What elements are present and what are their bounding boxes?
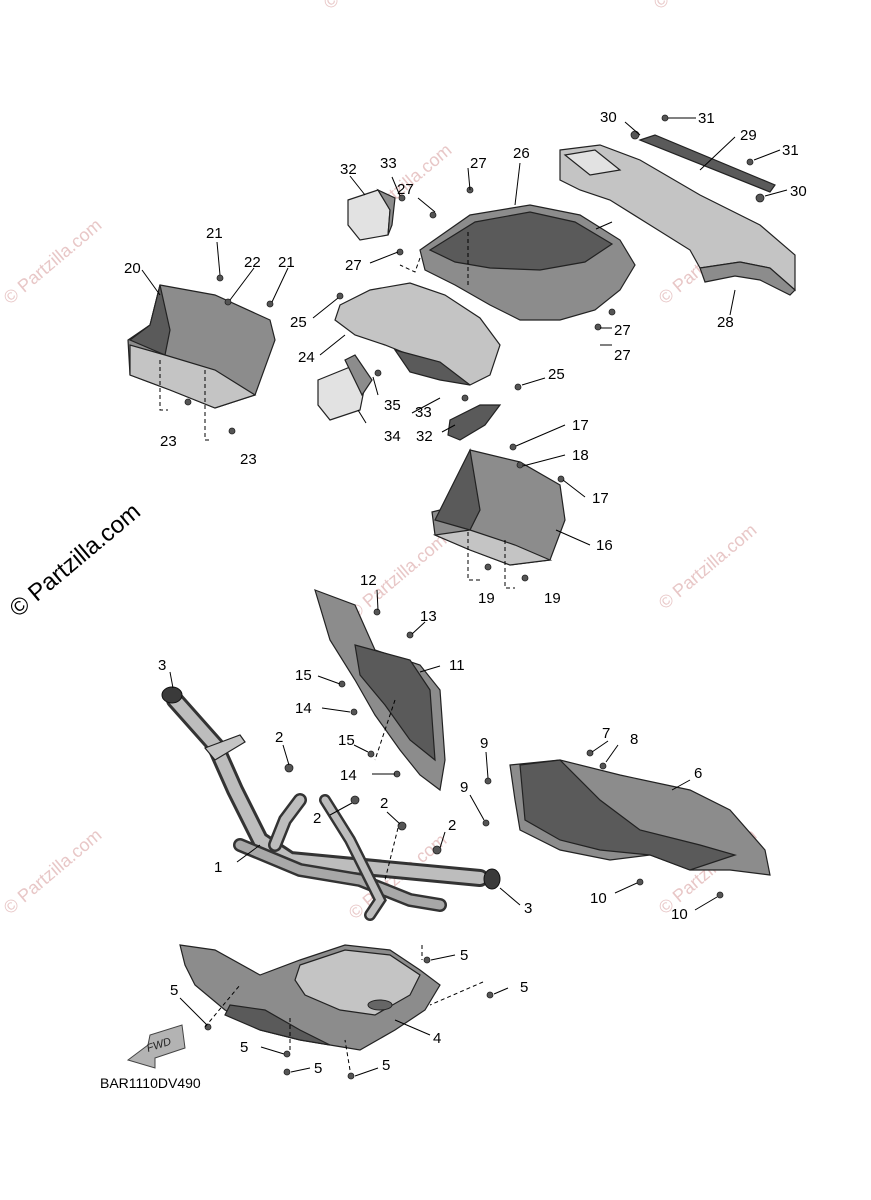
callout-1: 1	[214, 859, 222, 876]
side-panel-11	[314, 589, 446, 792]
bracket-32-upper	[347, 188, 396, 241]
callout-5: 5	[170, 982, 178, 999]
callout-26: 26	[513, 145, 530, 162]
watermark: © Partzilla.com	[0, 825, 105, 918]
callout-2: 2	[380, 795, 388, 812]
callout-12: 12	[360, 572, 377, 589]
callout-10: 10	[671, 906, 688, 923]
callout-14: 14	[340, 767, 357, 784]
skid-plate-4	[179, 944, 441, 1051]
callout-17: 17	[592, 490, 609, 507]
callout-25: 25	[548, 366, 565, 383]
callout-8: 8	[630, 731, 638, 748]
callout-3: 3	[524, 900, 532, 917]
callout-23: 23	[160, 433, 177, 450]
callout-2: 2	[313, 810, 321, 827]
callout-5: 5	[314, 1060, 322, 1077]
callout-19: 19	[544, 590, 561, 607]
callout-28: 28	[717, 314, 734, 331]
callout-29: 29	[740, 127, 757, 144]
callout-30: 30	[600, 109, 617, 126]
callout-16: 16	[596, 537, 613, 554]
callout-11: 11	[449, 657, 465, 674]
callout-33: 33	[380, 155, 397, 172]
callout-25: 25	[290, 314, 307, 331]
callout-7: 7	[602, 725, 610, 742]
callout-17: 17	[572, 417, 589, 434]
callout-21: 21	[206, 225, 223, 242]
callout-9: 9	[460, 779, 468, 796]
leader-lines	[141, 117, 788, 1077]
watermark-main: © Partzilla.com	[5, 498, 146, 623]
tray-20	[127, 284, 276, 409]
callout-2: 2	[448, 817, 456, 834]
callout-27: 27	[470, 155, 487, 172]
watermark: © Partzilla.com	[655, 520, 761, 613]
callout-23: 23	[240, 451, 257, 468]
callout-18: 18	[572, 447, 589, 464]
callout-21: 21	[278, 254, 295, 271]
watermark: © Partzilla.com	[650, 0, 756, 13]
callout-31: 31	[698, 110, 715, 127]
fasteners	[184, 114, 765, 1080]
rear-guard-28	[559, 144, 796, 296]
callout-31: 31	[782, 142, 799, 159]
callout-33: 33	[415, 404, 432, 421]
callout-19: 19	[478, 590, 495, 607]
frame-1	[166, 691, 489, 921]
watermark: © Partzilla.com	[320, 0, 426, 13]
callout-15: 15	[338, 732, 355, 749]
callout-5: 5	[460, 947, 468, 964]
diagram-code: BAR1110DV490	[100, 1075, 201, 1091]
callout-32: 32	[340, 161, 357, 178]
tray-16	[431, 448, 566, 566]
callout-27: 27	[614, 322, 631, 339]
cap-3-left	[161, 686, 183, 704]
callout-6: 6	[694, 765, 702, 782]
fwd-arrow: FWD	[126, 1024, 186, 1069]
callout-32: 32	[416, 428, 433, 445]
cap-3-right	[483, 868, 501, 890]
callout-2: 2	[275, 729, 283, 746]
callout-35: 35	[384, 397, 401, 414]
callout-9: 9	[480, 735, 488, 752]
callout-13: 13	[420, 608, 437, 625]
callout-27: 27	[614, 347, 631, 364]
callout-4: 4	[433, 1030, 441, 1047]
callout-22: 22	[244, 254, 261, 271]
callout-34: 34	[384, 428, 401, 445]
callout-5: 5	[520, 979, 528, 996]
callout-10: 10	[590, 890, 607, 907]
assembly-lines	[159, 232, 515, 1071]
guard-6	[509, 759, 771, 876]
callout-3: 3	[158, 657, 166, 674]
callout-15: 15	[295, 667, 312, 684]
callout-27: 27	[397, 181, 414, 198]
panel-26	[419, 204, 636, 321]
callout-24: 24	[298, 349, 315, 366]
callout-30: 30	[790, 183, 807, 200]
watermark: © Partzilla.com	[0, 215, 105, 308]
panel-24	[334, 282, 501, 386]
bracket-34	[317, 354, 373, 421]
bracket-32-lower	[447, 404, 502, 441]
callouts: 30 31 29 31 30 28 26 27 27 32 33 27 25 2…	[124, 109, 807, 1077]
callout-20: 20	[124, 260, 141, 277]
callout-14: 14	[295, 700, 312, 717]
callout-27: 27	[345, 257, 362, 274]
callout-5: 5	[240, 1039, 248, 1056]
callout-5: 5	[382, 1057, 390, 1074]
